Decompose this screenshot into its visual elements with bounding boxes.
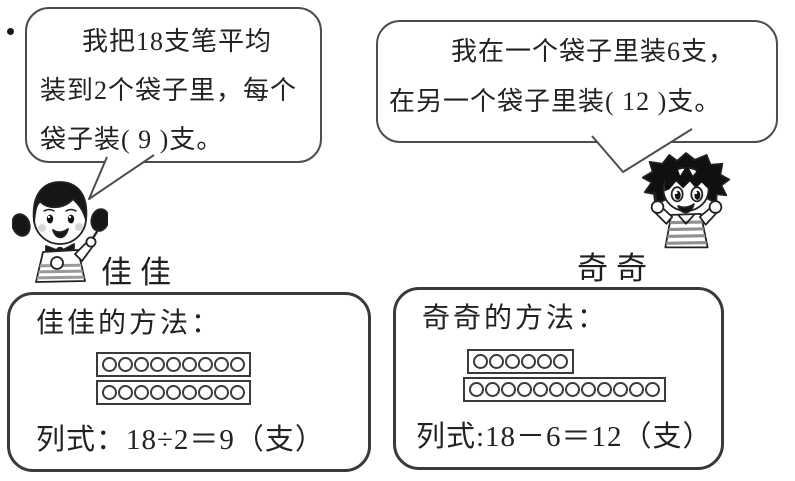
boy-fist-left — [650, 200, 665, 214]
bubble-line: 装到2个袋子里，每个 — [40, 76, 298, 105]
counter-circle — [134, 357, 149, 372]
counter-circle — [629, 382, 644, 397]
counter-circle — [517, 382, 532, 397]
counter-circle — [537, 354, 552, 369]
counter-circle — [501, 382, 516, 397]
boy-mouth — [677, 203, 695, 214]
counter-circle — [613, 382, 628, 397]
qiqi-speech-bubble: 我在一个袋子里装6支， 在另一个袋子里装( 12 )支。 — [376, 20, 778, 143]
jiajia-name-label: 佳佳 — [101, 255, 179, 290]
counter-circle — [473, 354, 488, 369]
jiajia-girl-illustration — [12, 181, 108, 283]
boy-thumb-up — [653, 191, 658, 203]
counter-circle — [198, 385, 213, 400]
method-title: 奇奇的方法： — [422, 303, 609, 334]
counter-rows — [463, 349, 721, 402]
counter-row — [96, 352, 251, 377]
counter-circle — [182, 357, 197, 372]
counter-circle — [505, 354, 520, 369]
jiajia-speech-bubble: 我把18支笔平均 装到2个袋子里，每个 袋子装( 9 )支。 — [25, 7, 322, 163]
bubble-line: 我把18支笔平均 — [82, 27, 273, 56]
counter-circle — [485, 382, 500, 397]
eye-highlight — [674, 191, 678, 195]
counter-circle — [230, 385, 245, 400]
counter-circle — [182, 385, 197, 400]
boy-bangs — [664, 164, 709, 192]
counter-circle — [102, 385, 117, 400]
boy-fist-right — [708, 200, 723, 214]
girl-eye-right — [67, 214, 75, 224]
counter-circle — [553, 354, 568, 369]
girl-mouth — [52, 228, 69, 239]
bullet-dot — [7, 28, 14, 35]
counter-circle — [533, 382, 548, 397]
counter-circle — [134, 385, 149, 400]
counter-row — [463, 377, 666, 402]
counter-circle — [230, 357, 245, 372]
jiajia-method-box: 佳佳的方法： 列式：18÷2＝9（支） — [7, 292, 371, 472]
counter-row — [467, 349, 574, 374]
counter-circle — [565, 382, 580, 397]
qiqi-name-label: 奇奇 — [577, 251, 655, 286]
counter-circle — [118, 357, 133, 372]
counter-rows — [96, 352, 368, 405]
qiqi-boy-illustration — [641, 152, 731, 249]
girl-cup — [50, 256, 64, 270]
boy-hood-collar — [677, 213, 696, 225]
counter-circle — [150, 357, 165, 372]
method-equation: 列式：18÷2＝9（支） — [36, 424, 325, 456]
girl-hand — [85, 236, 97, 248]
counter-circle — [166, 357, 181, 372]
counter-circle — [645, 382, 660, 397]
girl-pigtail-right — [90, 208, 108, 232]
girl-blush-left — [38, 224, 46, 232]
counter-circle — [597, 382, 612, 397]
method-title: 佳佳的方法： — [36, 308, 223, 339]
girl-eyebrow-right — [65, 208, 77, 212]
girl-pointing-finger — [91, 228, 100, 240]
counter-row — [96, 380, 251, 405]
girl-eye-left — [46, 214, 54, 224]
method-equation: 列式:18－6＝12（支） — [416, 421, 713, 453]
bubble-line: 在另一个袋子里装( 12 )支。 — [389, 87, 722, 116]
counter-circle — [489, 354, 504, 369]
counter-circle — [469, 382, 484, 397]
counter-circle — [549, 382, 564, 397]
qiqi-method-box: 奇奇的方法： 列式:18－6＝12（支） — [393, 287, 724, 470]
eye-highlight — [47, 215, 51, 219]
eye-highlight — [694, 191, 698, 195]
girl-hair — [32, 181, 88, 223]
counter-circle — [521, 354, 536, 369]
counter-circle — [166, 385, 181, 400]
bubble-line: 袋子装( 9 )支。 — [40, 125, 224, 154]
counter-circle — [118, 385, 133, 400]
counter-circle — [214, 385, 229, 400]
counter-circle — [581, 382, 596, 397]
girl-blush-right — [75, 223, 83, 231]
counter-circle — [150, 385, 165, 400]
bubble-line: 我在一个袋子里装6支， — [451, 37, 736, 66]
counter-circle — [102, 357, 117, 372]
eye-highlight — [68, 215, 72, 219]
counter-circle — [214, 357, 229, 372]
counter-circle — [198, 357, 213, 372]
girl-pigtail-left — [12, 213, 31, 237]
girl-eyebrow-left — [43, 208, 55, 212]
